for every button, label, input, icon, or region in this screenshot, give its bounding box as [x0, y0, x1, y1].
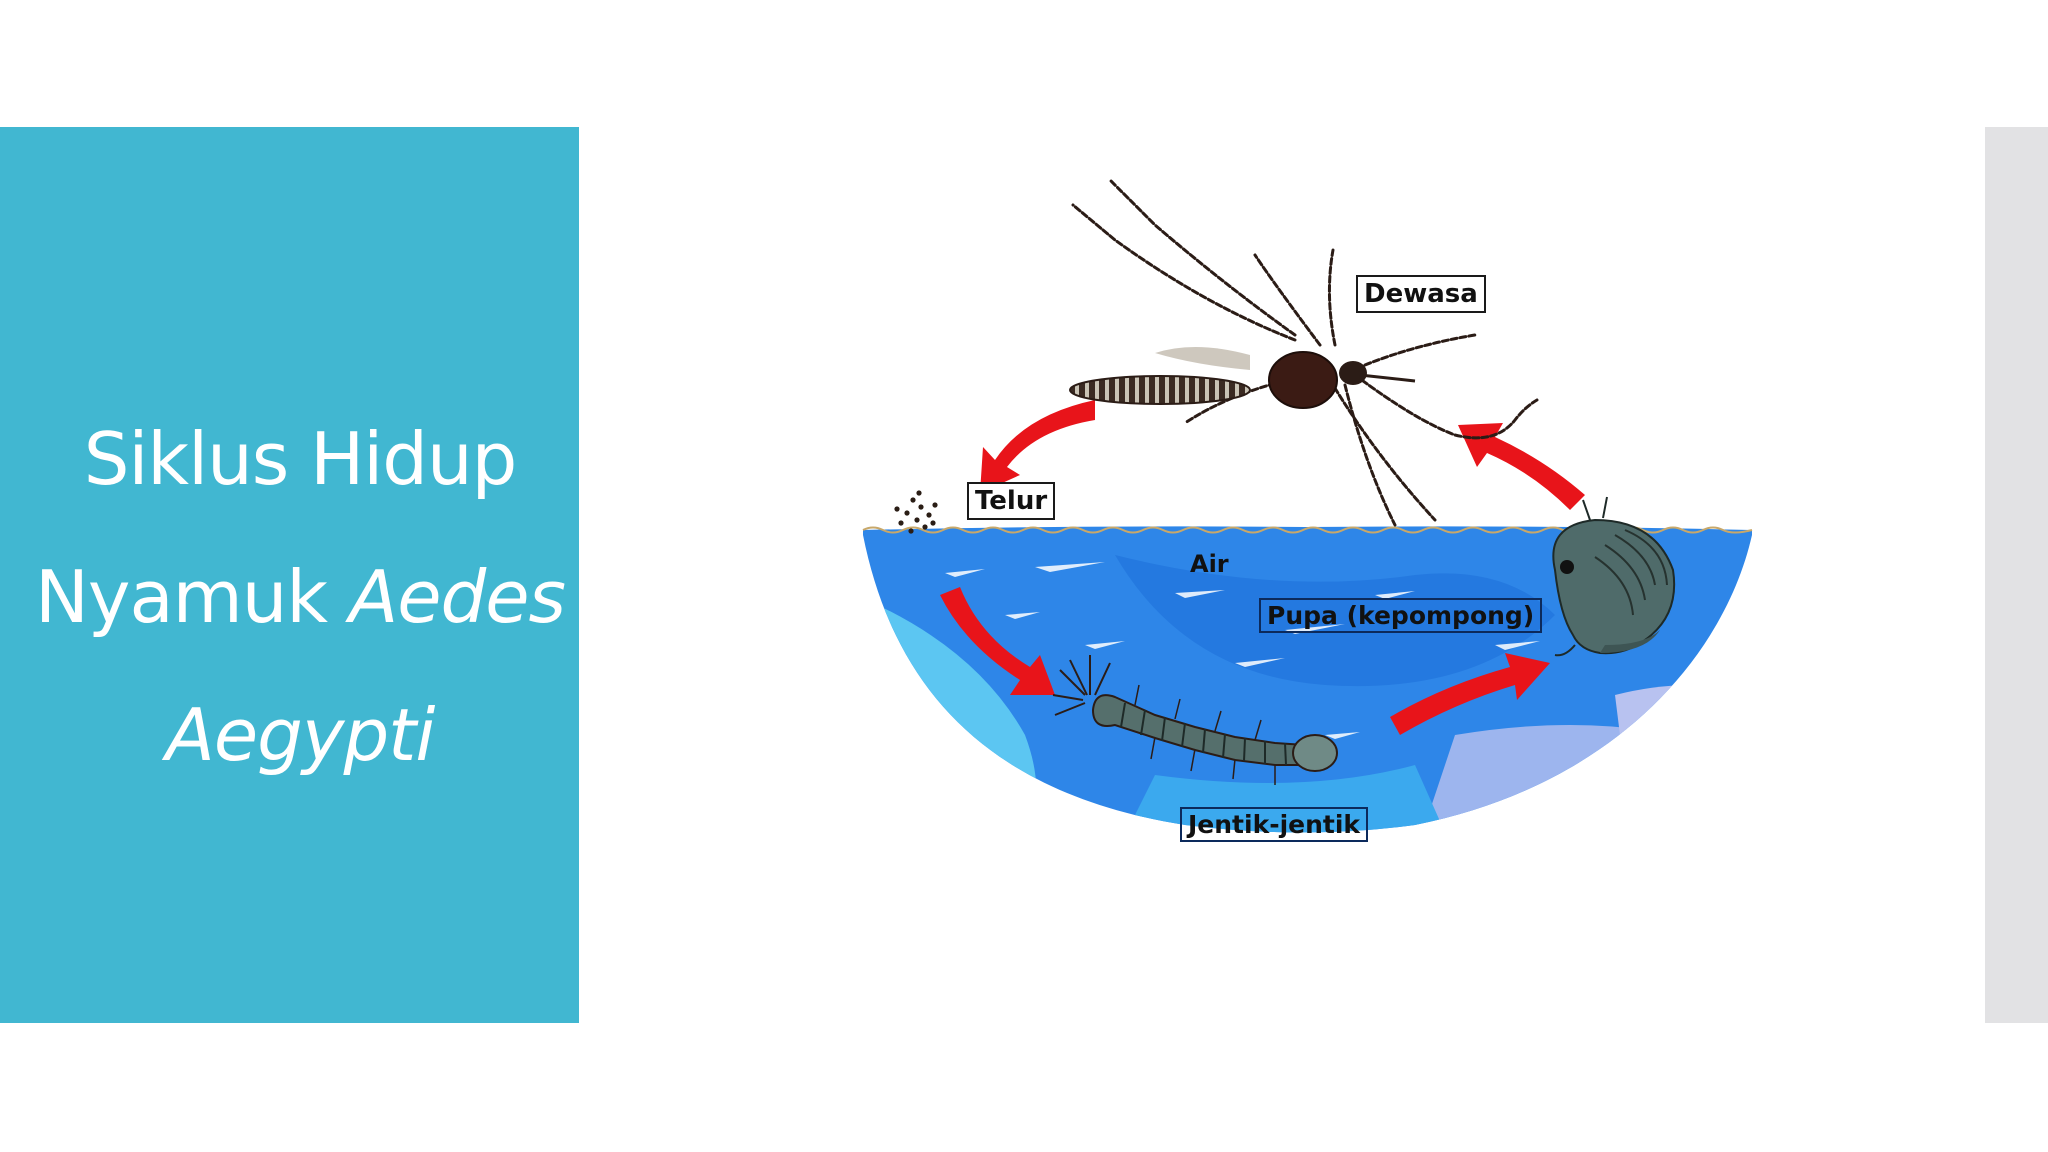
slide-title: Siklus Hidup Nyamuk Aedes Aegypti: [0, 390, 600, 804]
label-egg: Telur: [967, 482, 1056, 520]
title-line-1: Siklus Hidup: [83, 417, 518, 501]
label-adult: Dewasa: [1356, 275, 1486, 313]
life-cycle-diagram: Dewasa Telur Air Pupa (kepompong) Jentik…: [855, 175, 1760, 875]
arrow-adult-to-egg: [980, 400, 1095, 493]
arrow-egg-to-larva: [940, 587, 1055, 695]
mosquito-adult-icon: [1069, 178, 1539, 527]
title-line-3-italic: Aegypti: [165, 693, 436, 777]
arrow-larva-to-pupa: [1390, 653, 1550, 735]
mosquito-pupa-icon: [1552, 496, 1676, 657]
life-cycle-illustration: [862, 178, 1753, 833]
mosquito-eggs-icon: [894, 490, 938, 534]
side-strip: [1985, 127, 2048, 1023]
label-larva: Jentik-jentik: [1180, 807, 1369, 842]
label-water: Air: [1190, 550, 1229, 578]
title-line-3: Aegypti: [0, 666, 600, 804]
title-panel: [0, 127, 579, 1023]
title-line-2: Nyamuk Aedes: [0, 528, 600, 666]
arrow-pupa-to-adult: [1458, 423, 1585, 510]
mosquito-larva-icon: [1052, 655, 1338, 785]
title-line-2-plain: Nyamuk: [34, 555, 349, 639]
cycle-arrows: [940, 400, 1585, 735]
title-line-2-italic: Aedes: [348, 555, 566, 639]
label-pupa: Pupa (kepompong): [1259, 598, 1543, 633]
